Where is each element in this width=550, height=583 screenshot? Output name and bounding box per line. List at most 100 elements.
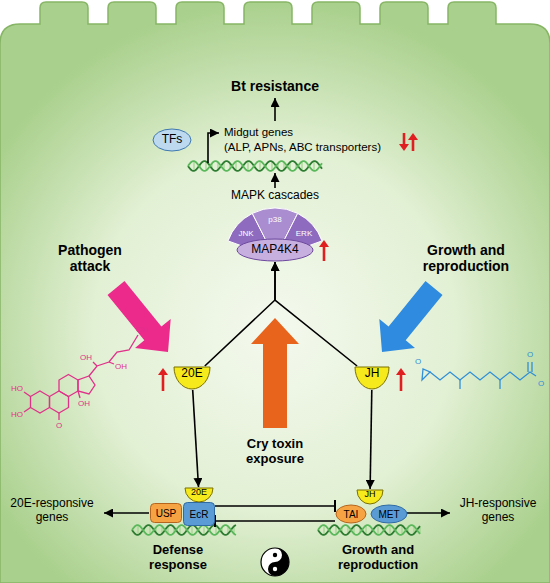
atom-label: OH [78, 399, 90, 408]
hormone-shape: JH [356, 489, 384, 505]
increase-arrow [400, 375, 403, 391]
illustration [24, 133, 536, 576]
ecdysone-bond [109, 362, 114, 364]
atom-label: p38 [268, 215, 281, 224]
text-label: JH-responsive genes [460, 496, 537, 524]
receptor-box: EcR [183, 502, 215, 526]
node-label: JH [365, 367, 380, 380]
atom-label: HO [11, 384, 23, 393]
atom-label: O [527, 350, 533, 359]
ecdysone-ring [31, 391, 50, 413]
atom-label: HO [11, 410, 23, 419]
label-holder: 20E-responsive genes [2, 497, 102, 525]
text-label: Midgut genes [224, 126, 293, 138]
text-label: (ALP, APNs, ABC transporters) [224, 141, 381, 153]
ecdysone-ring [78, 376, 95, 394]
atom-label: O [538, 379, 544, 388]
connector-arrow [370, 390, 372, 489]
dna-rung [203, 525, 204, 535]
dna-rung [191, 525, 192, 535]
ecdysone-bond [78, 391, 80, 398]
label-holder: OH [136, 325, 148, 334]
increase-arrow [158, 368, 168, 375]
heading-label: Cry toxin exposure [246, 436, 304, 466]
heading-label: Growth and reproduction [423, 242, 509, 274]
text-label: 20E-responsive genes [10, 496, 93, 524]
growth-arrow [379, 281, 442, 352]
dna-rung [259, 161, 260, 171]
label-holder: HO [11, 410, 23, 419]
label-holder: O [415, 357, 421, 366]
inhibition-line [215, 505, 335, 507]
dna-strand [132, 525, 236, 535]
label-holder: Defense response [138, 543, 218, 573]
increase-arrow [408, 133, 418, 140]
hormone-shape: JH [354, 366, 390, 390]
atom-label: ERK [296, 229, 312, 238]
hormone-shape: 20E [184, 487, 214, 503]
label-holder: p38 [268, 215, 281, 224]
ecdysone-bond [24, 392, 31, 397]
jh-methyl [459, 380, 460, 389]
node-shape [355, 367, 389, 389]
jh-epoxide [422, 369, 430, 380]
dna-rung [377, 525, 378, 535]
receptor-ellipse: TAI [335, 504, 367, 524]
label-holder: O [527, 350, 533, 359]
label-holder: Cry toxin exposure [235, 437, 315, 467]
text-label: MAPK cascades [231, 188, 319, 202]
ecdysone-bond [24, 408, 31, 413]
node-shape [185, 488, 213, 502]
increase-arrow [162, 375, 165, 391]
jh-carbonyl [531, 362, 532, 372]
label-holder: OH [78, 399, 90, 408]
label-holder: Growth and reproduction [411, 242, 521, 274]
arrow [274, 173, 276, 188]
transcription-factor: TFs [152, 128, 192, 152]
node-shape [371, 505, 407, 523]
hormone-shape: 20E [173, 366, 211, 390]
arrow [407, 512, 450, 514]
atom-label: JNK [238, 229, 253, 238]
increase-arrow [399, 144, 409, 151]
node-label: 20E [181, 367, 202, 380]
heading-label: Pathogen attack [58, 242, 122, 274]
node-label: 20E [191, 488, 207, 498]
heading-label: Defense response [149, 542, 207, 572]
label-holder: Midgut genes [224, 126, 293, 139]
node-shape [184, 503, 215, 526]
label-holder: O [538, 379, 544, 388]
label-holder: Growth and reproduction [322, 543, 434, 573]
label-holder: O [56, 421, 62, 430]
yin-yang [273, 567, 277, 571]
inhibition-line [215, 520, 335, 522]
node-label: EcR [190, 509, 209, 520]
ecdysone-ring [59, 375, 78, 397]
yin-yang [273, 553, 277, 557]
node-shape [153, 129, 191, 151]
node-label: TFs [162, 133, 183, 146]
dna-strand [318, 525, 420, 535]
atom-label: OH [80, 353, 92, 362]
dna-rung [313, 161, 314, 171]
node-label: MET [378, 509, 399, 520]
ecdysone-bond [135, 335, 138, 340]
atom-label: O [415, 357, 421, 366]
label-holder: OH [115, 362, 127, 371]
receptor-ellipse: MET [370, 504, 408, 524]
arrow [274, 98, 276, 121]
dna-rung [247, 161, 248, 171]
dna-rung [193, 161, 194, 171]
ecdysone-bond [93, 362, 97, 366]
heading-label: Bt resistance [231, 78, 319, 94]
node-shape [336, 505, 366, 523]
increase-arrow [396, 368, 406, 375]
node-label: USP [156, 508, 177, 519]
node-label: MAP4K4 [251, 243, 298, 256]
dna-rung [389, 525, 390, 535]
atom-label: OH [115, 362, 127, 371]
dna-rung [323, 525, 324, 535]
cry-toxin-arrow [251, 318, 299, 428]
bent-arrow [208, 133, 219, 163]
